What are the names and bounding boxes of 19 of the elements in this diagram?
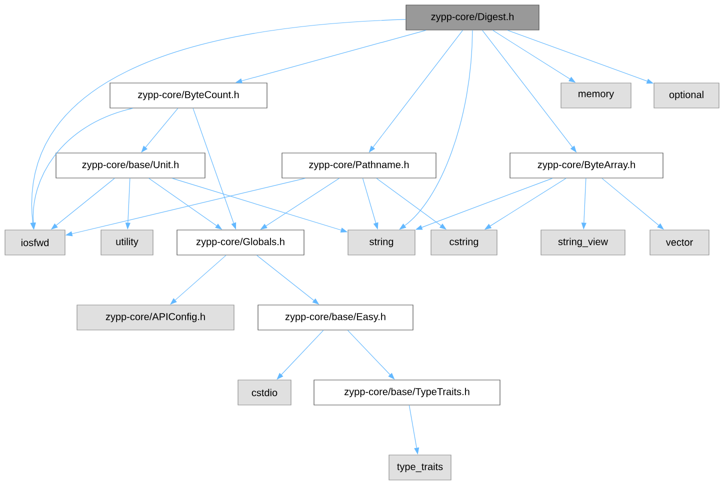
header-file-box: zypp-core/base/TypeTraits.h [314,380,500,406]
system-header-box: iosfwd [4,230,66,256]
system-header-box: cstring [430,230,498,256]
header-file-box: zypp-core/Globals.h [176,230,304,256]
system-header-box: memory [560,82,632,108]
system-header-box: string_view [540,230,626,256]
system-header-box: zypp-core/APIConfig.h [76,304,234,330]
system-header-box: vector [650,230,710,256]
system-header-box: string [348,230,416,256]
system-header-box: type_traits [388,454,452,480]
header-file-box: zypp-core/ByteCount.h [110,82,268,108]
system-header-box: optional [654,82,720,108]
header-file-box: zypp-core/ByteArray.h [510,152,664,178]
system-header-box: cstdio [238,380,292,406]
system-header-box: utility [100,230,154,256]
header-file-box: zypp-core/base/Easy.h [258,304,414,330]
header-file-box: zypp-core/Digest.h [406,4,540,30]
header-file-box: zypp-core/base/Unit.h [56,152,206,178]
header-file-box: zypp-core/Pathname.h [282,152,436,178]
